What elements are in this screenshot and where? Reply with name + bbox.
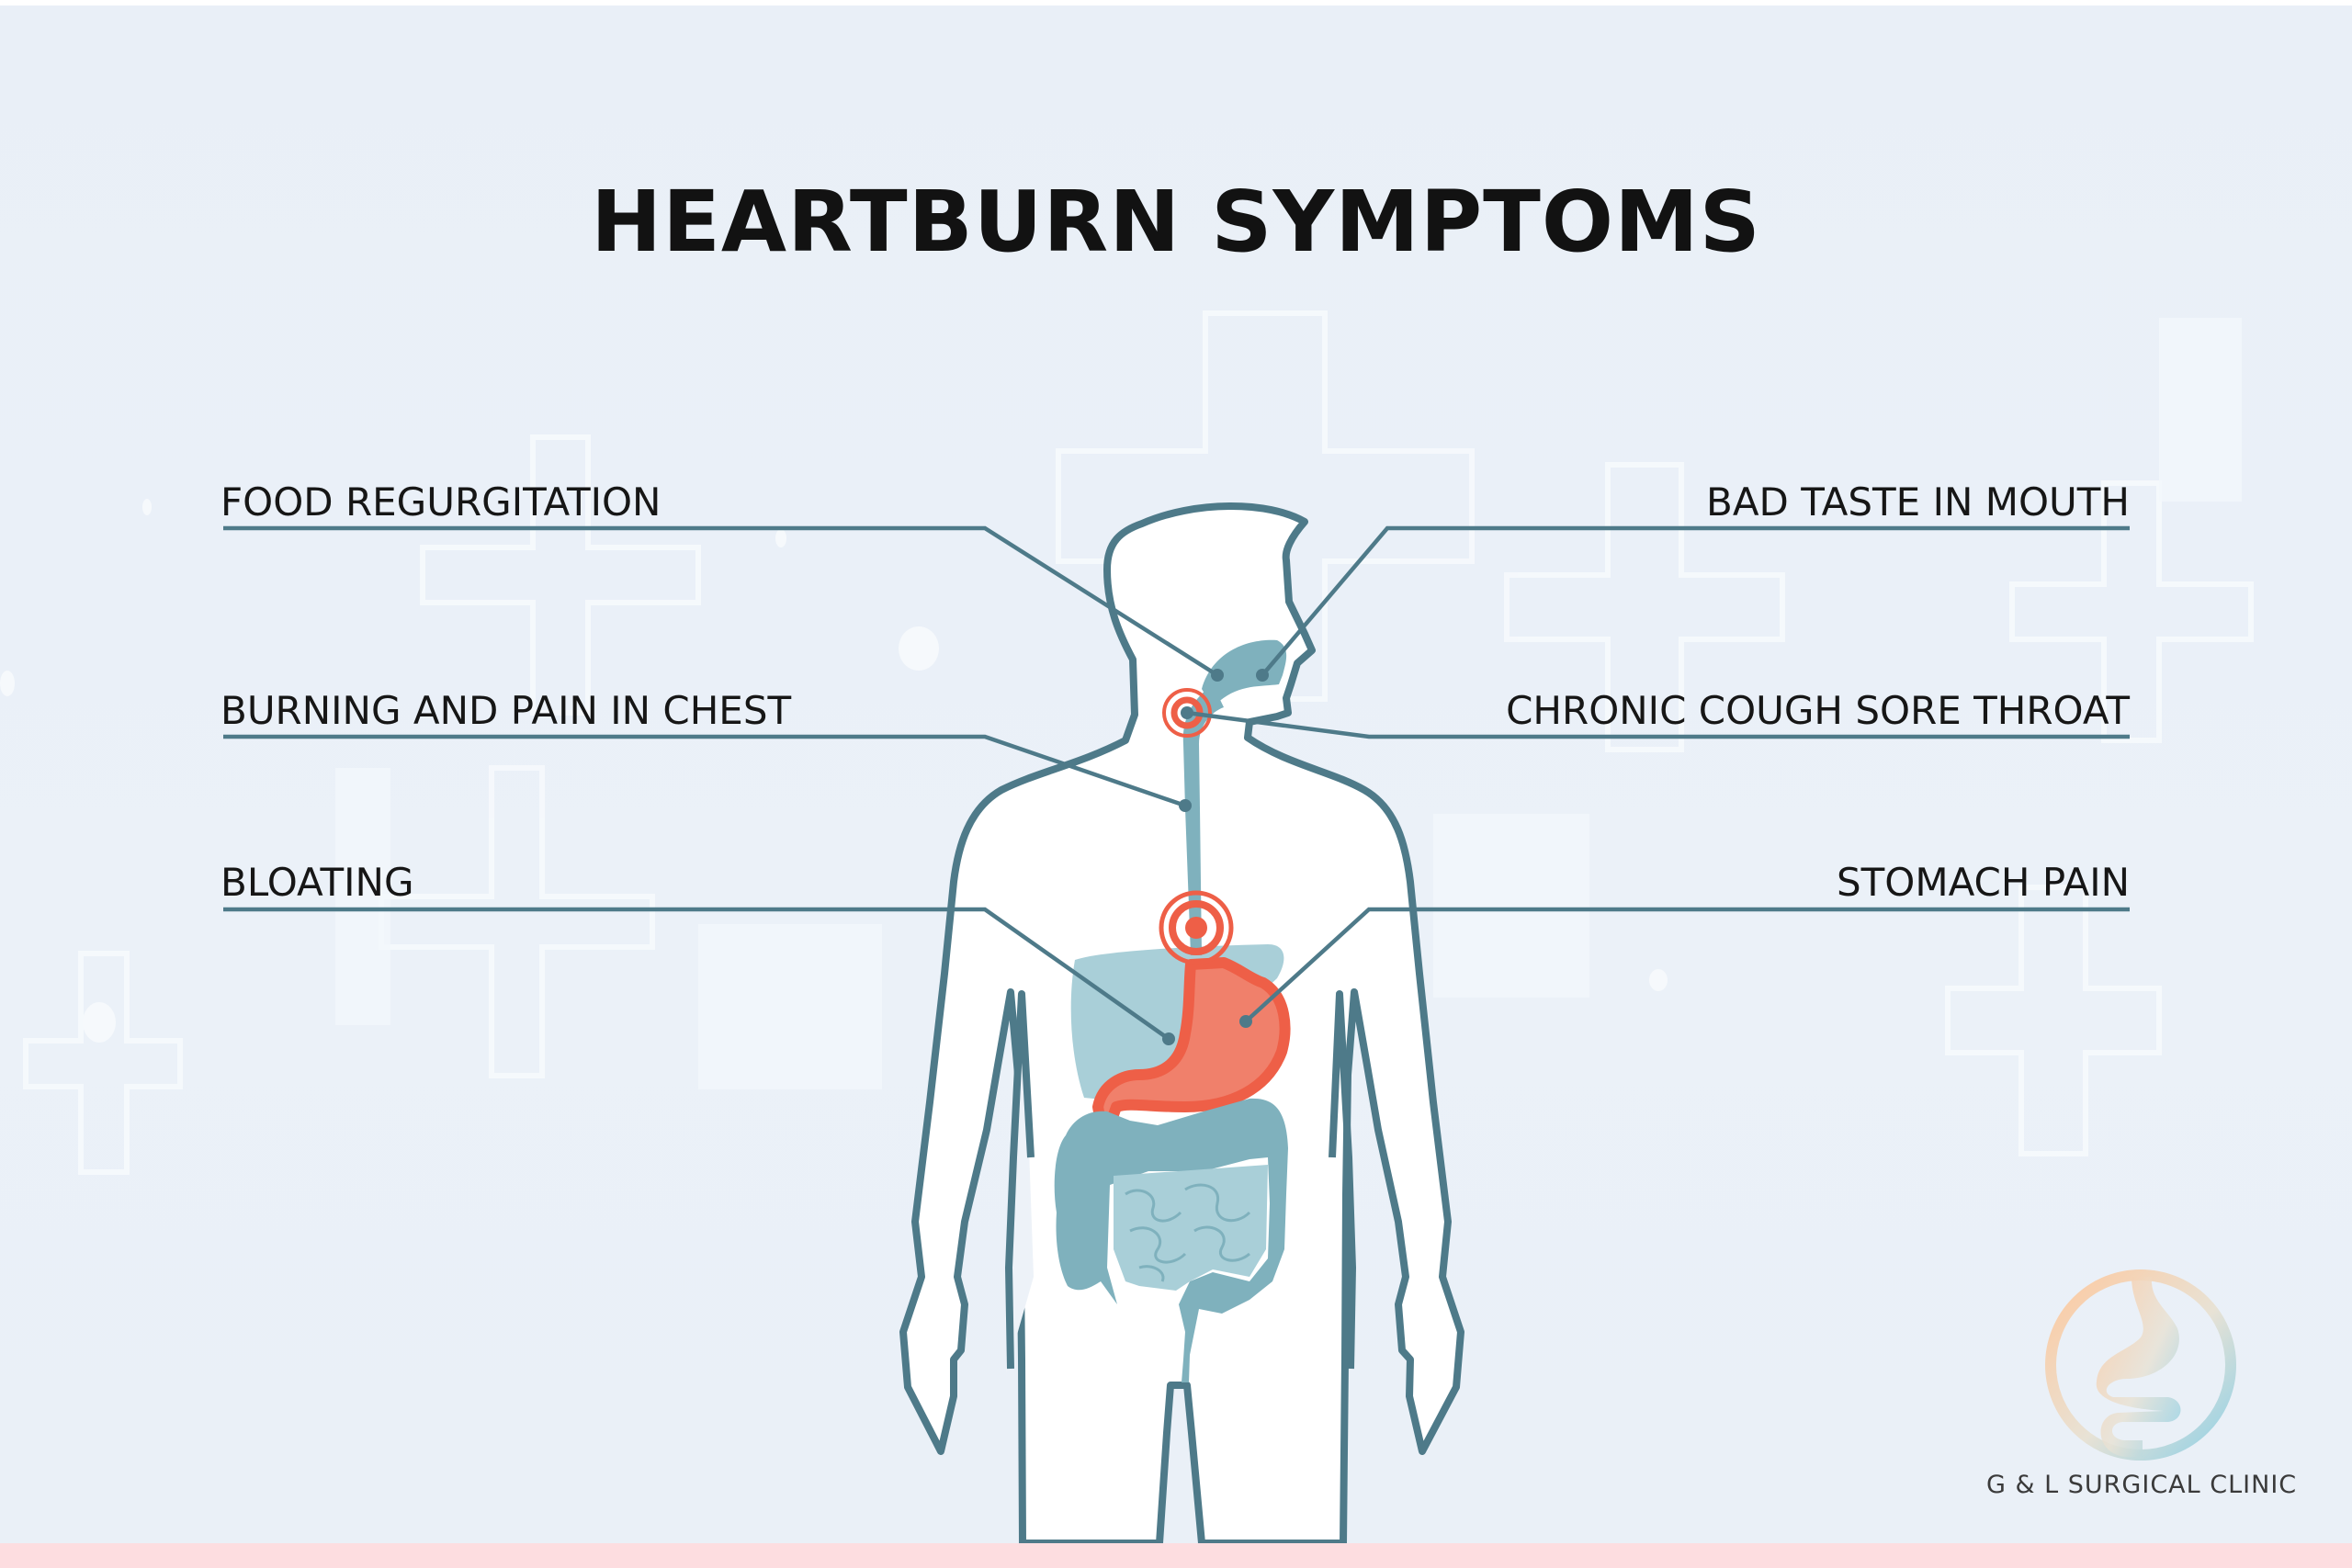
symptom-label-bloating: BLOATING — [220, 860, 414, 905]
oral-cavity — [1202, 639, 1287, 707]
leader-food-regurgitation — [223, 525, 1219, 677]
clinic-name: G & L SURGICAL CLINIC — [1986, 1471, 2298, 1499]
symptom-label-burning-chest: BURNING AND PAIN IN CHEST — [220, 688, 792, 733]
cross-decoration — [1504, 462, 1785, 752]
dot-decoration — [1649, 969, 1668, 991]
leader-endpoints — [1162, 669, 1269, 1045]
cross-decoration — [1945, 885, 2162, 1156]
cross-decoration — [2159, 318, 2242, 502]
cross-decoration — [1433, 814, 1589, 998]
cross-decoration — [2009, 480, 2254, 743]
left-arm-inner-line — [1005, 990, 1035, 1370]
cross-decoration — [1056, 310, 1475, 702]
chest-pain-marker — [1159, 890, 1234, 965]
bottom-strip — [0, 1543, 2352, 1568]
cross-decoration — [23, 951, 183, 1175]
page-title: HEARTBURN SYMPTOMS — [591, 173, 1761, 271]
dot-decoration — [83, 1002, 116, 1043]
human-body-diagram — [223, 502, 2130, 1543]
symptom-label-food-regurgitation: FOOD REGURGITATION — [220, 479, 662, 525]
esophagus — [1182, 684, 1224, 955]
cross-decoration — [420, 434, 701, 716]
leader-stomach-pain — [1244, 907, 2130, 1023]
clinic-logo-icon — [2045, 1269, 2236, 1461]
small-intestine-folds — [1125, 1183, 1251, 1282]
cross-decoration — [698, 924, 882, 1089]
dot-decoration — [0, 671, 15, 696]
infographic-canvas: HEARTBURN SYMPTOMS FOOD REGURGITATION BU… — [0, 6, 2352, 1543]
dot-decoration — [775, 529, 786, 547]
leader-burning-chest — [223, 734, 1186, 808]
leader-chronic-cough — [1186, 710, 2130, 739]
leader-lines — [223, 525, 2130, 1041]
large-intestine — [1054, 1098, 1288, 1382]
symptom-label-chronic-cough: CHRONIC COUGH SORE THROAT — [1506, 688, 2130, 733]
cross-decoration — [335, 768, 390, 1025]
leader-bloating — [223, 907, 1170, 1041]
right-arm-inner-line — [1329, 990, 1356, 1370]
dot-decoration — [899, 626, 939, 671]
symptom-label-stomach-pain: STOMACH PAIN — [1836, 860, 2130, 905]
background-crosses — [0, 310, 2254, 1175]
dot-decoration — [142, 499, 152, 515]
symptom-label-bad-taste: BAD TASTE IN MOUTH — [1706, 479, 2130, 525]
leader-bad-taste — [1261, 525, 2130, 677]
